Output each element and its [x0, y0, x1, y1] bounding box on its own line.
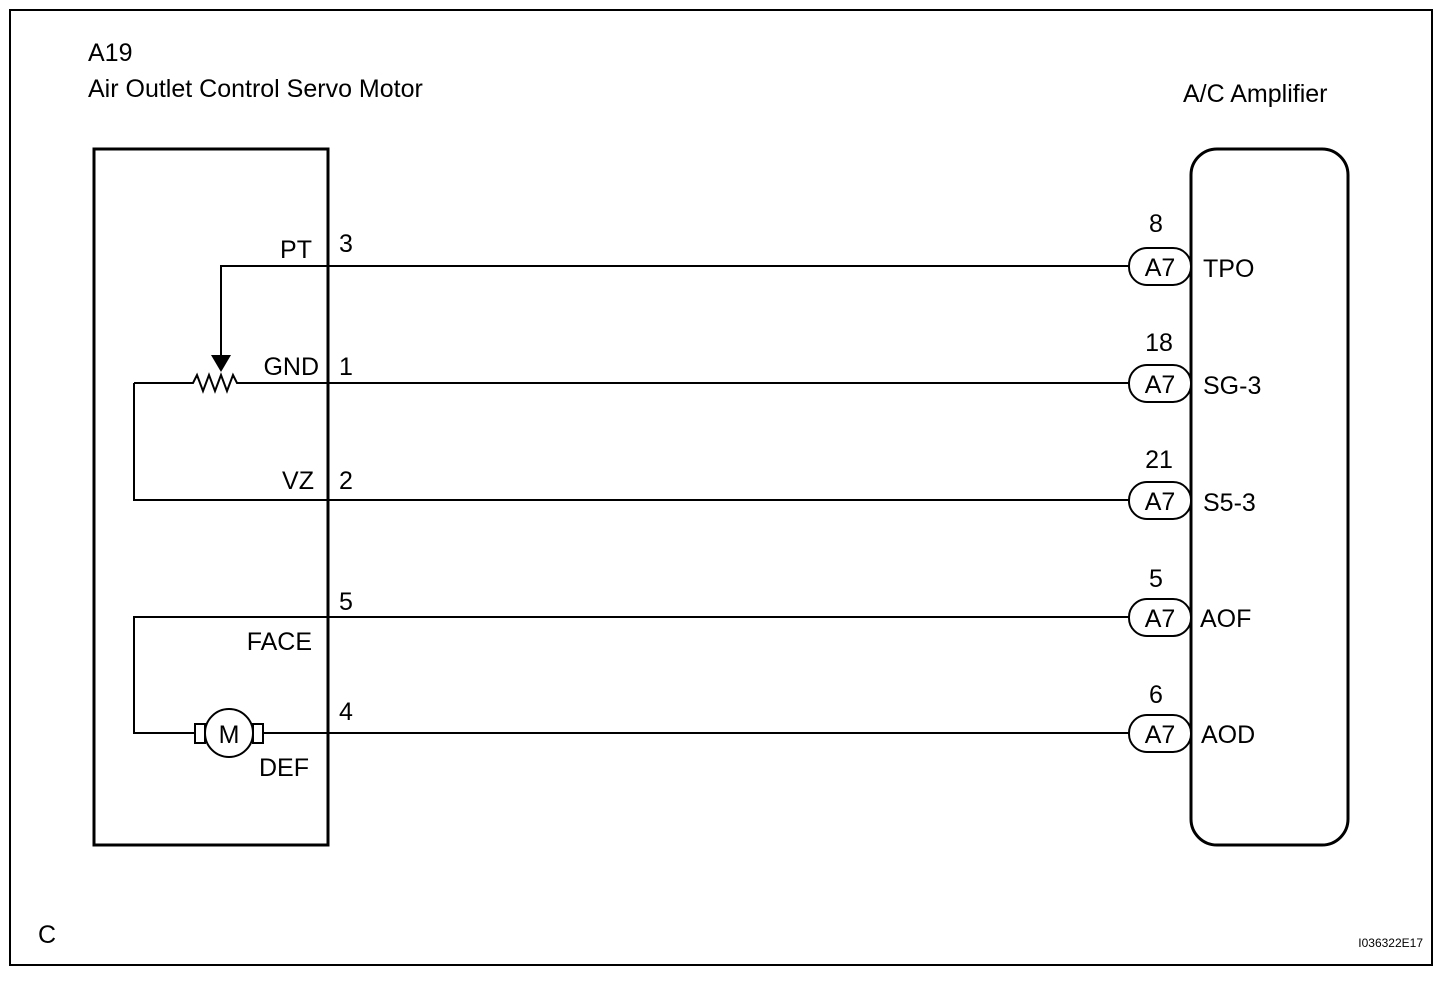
- pin-label-def: DEF: [259, 754, 309, 782]
- connector-badge: [1128, 598, 1192, 637]
- connector-badge: [1128, 364, 1192, 403]
- servo-motor-box: [92, 147, 330, 847]
- wiper-arrow: [211, 355, 231, 372]
- connector-id: A7: [1145, 605, 1176, 633]
- pin-number-1: 1: [339, 353, 353, 381]
- connector-pin-number: 21: [1145, 446, 1173, 474]
- motor-icon: [194, 708, 264, 758]
- pin-label-pt: PT: [280, 236, 312, 264]
- pin-number-4: 4: [339, 698, 353, 726]
- right-component-name: A/C Amplifier: [1183, 80, 1327, 108]
- pin-number-3: 3: [339, 230, 353, 258]
- pin-number-5: 5: [339, 588, 353, 616]
- connector-id: A7: [1145, 721, 1176, 749]
- potentiometer-icon: [134, 372, 245, 394]
- diagram-border: [9, 9, 1433, 966]
- signal-label-sg3: SG-3: [1203, 372, 1261, 400]
- pin-number-2: 2: [339, 467, 353, 495]
- connector-id: A7: [1145, 254, 1176, 282]
- left-component-name: Air Outlet Control Servo Motor: [88, 75, 423, 103]
- connector-pin-number: 5: [1149, 565, 1163, 593]
- signal-label-tpo: TPO: [1203, 255, 1254, 283]
- signal-label-aod: AOD: [1201, 721, 1255, 749]
- pin-label-vz: VZ: [282, 467, 314, 495]
- connector-pin-number: 6: [1149, 681, 1163, 709]
- connector-pin-number: 8: [1149, 210, 1163, 238]
- corner-label: C: [38, 921, 56, 949]
- signal-label-s53: S5-3: [1203, 489, 1256, 517]
- connector-badge: [1128, 714, 1192, 753]
- connector-id: A7: [1145, 371, 1176, 399]
- connector-badge: [1128, 481, 1192, 520]
- face-internal-wire: [133, 616, 328, 734]
- vz-internal-wire: [133, 383, 328, 501]
- wiper-wire: [220, 265, 328, 358]
- pin-label-gnd: GND: [263, 353, 319, 381]
- figure-id: I036322E17: [1358, 936, 1423, 950]
- pin-label-face: FACE: [247, 628, 312, 656]
- connector-badge: [1128, 247, 1192, 286]
- connector-pin-number: 18: [1145, 329, 1173, 357]
- connector-id: A7: [1145, 488, 1176, 516]
- motor-symbol-label: M: [219, 721, 240, 749]
- signal-label-aof: AOF: [1200, 605, 1251, 633]
- left-component-code: A19: [88, 39, 132, 67]
